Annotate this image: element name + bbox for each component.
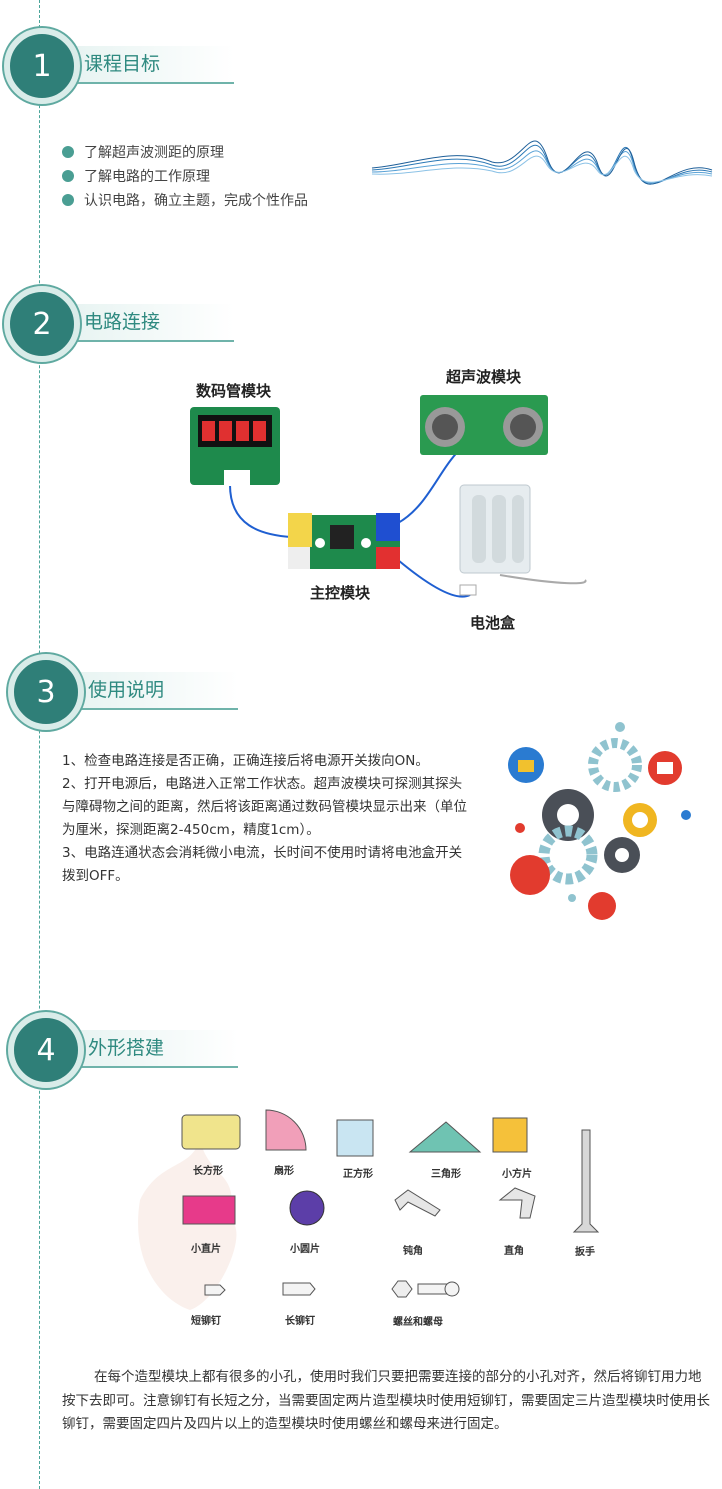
sound-wave-illustration [371, 140, 713, 185]
goal-item: 认识电路，确立主题，完成个性作品 [62, 188, 308, 212]
goal-list: 了解超声波测距的原理 了解电路的工作原理 认识电路，确立主题，完成个性作品 [62, 140, 308, 212]
section-title: 电路连接 [62, 304, 234, 342]
section-title: 外形搭建 [66, 1030, 238, 1068]
part-label: 直角 [504, 1246, 524, 1257]
ultrasonic-module-label: 超声波模块 [446, 368, 522, 386]
part-label: 钝角 [403, 1246, 423, 1257]
circuit-diagram [190, 395, 587, 598]
timeline-dashed-line [39, 0, 40, 1489]
part-label: 小圆片 [290, 1244, 320, 1255]
goal-item: 了解超声波测距的原理 [62, 140, 308, 164]
section-title: 使用说明 [66, 672, 238, 710]
part-label: 短铆钉 [191, 1316, 221, 1327]
instruction-line: 1、检查电路连接是否正确，正确连接后将电源开关拨向ON。 [62, 753, 429, 769]
instruction-line: 2、打开电源后，电路进入正常工作状态。超声波模块可探测其探头与障碍物之间的距离，… [62, 776, 467, 838]
building-parts-illustration [138, 1109, 600, 1310]
section-number: 2 [4, 286, 80, 362]
bullet-icon [62, 170, 74, 182]
assembly-paragraph: 在每个造型模块上都有很多的小孔，使用时我们只要把需要连接的部分的小孔对齐，然后将… [62, 1369, 710, 1432]
goal-item: 了解电路的工作原理 [62, 164, 308, 188]
camera-icon [588, 892, 616, 920]
instructions-text: 1、检查电路连接是否正确，正确连接后将电源开关拨向ON。 2、打开电源后，电路进… [62, 750, 472, 888]
part-label: 扇形 [274, 1166, 294, 1177]
section-number: 1 [4, 28, 80, 104]
gears-icons-illustration [508, 722, 691, 920]
section-title: 课程目标 [62, 46, 234, 84]
part-label: 螺丝和螺母 [393, 1317, 443, 1328]
battery-box-label: 电池盒 [470, 614, 516, 632]
part-label: 小直片 [191, 1244, 221, 1255]
phone-icon [510, 855, 550, 895]
part-label: 长铆钉 [285, 1316, 315, 1327]
main-module-label: 主控模块 [310, 584, 371, 602]
instruction-line: 3、电路连通状态会消耗微小电流，长时间不使用时请将电池盒开关拨到OFF。 [62, 845, 463, 884]
part-label: 小方片 [502, 1169, 532, 1180]
section-number: 4 [8, 1012, 84, 1088]
display-module-label: 数码管模块 [196, 382, 272, 400]
part-label: 正方形 [343, 1169, 373, 1180]
part-label: 扳手 [575, 1247, 595, 1258]
bullet-icon [62, 146, 74, 158]
part-label: 长方形 [193, 1166, 223, 1177]
bullet-icon [62, 194, 74, 206]
part-label: 三角形 [431, 1169, 461, 1180]
section-number: 3 [8, 654, 84, 730]
